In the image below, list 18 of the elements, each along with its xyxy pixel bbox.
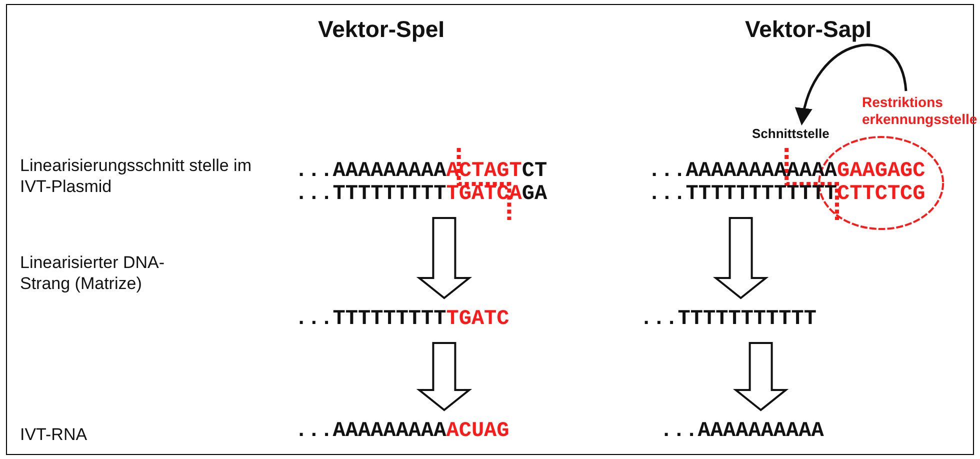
column-heading: Vektor-SapI	[745, 16, 872, 43]
dna-strand: ...AAAAAAAAAACTAGTCT	[295, 160, 548, 183]
row-label: Linearisierter DNA- Strang (Matrize)	[20, 252, 166, 294]
dna-strand: ...AAAAAAAAAAAAGAAGAGC	[648, 160, 926, 183]
callout-text: Schnittstelle	[752, 126, 842, 142]
rna-strand: ...AAAAAAAAAA	[660, 420, 824, 443]
dna-strand: ...TTTTTTTTTTGATC	[295, 308, 510, 331]
row-label: IVT-RNA	[20, 424, 88, 445]
curved-arrow	[796, 44, 908, 126]
hollow-arrow	[416, 342, 472, 412]
row-label: Linearisierungsschnitt stelle im IVT-Plasmid	[20, 155, 252, 197]
hollow-arrow	[712, 217, 769, 300]
column-heading: Vektor-SpeI	[318, 16, 445, 43]
hollow-arrow	[416, 217, 472, 300]
rna-strand: ...AAAAAAAAAACUAG	[295, 420, 510, 443]
hollow-arrow	[732, 342, 789, 412]
dna-strand: ...TTTTTTTTTTGATCAGA	[295, 183, 548, 206]
dna-strand: ...TTTTTTTTTTT	[640, 308, 816, 331]
